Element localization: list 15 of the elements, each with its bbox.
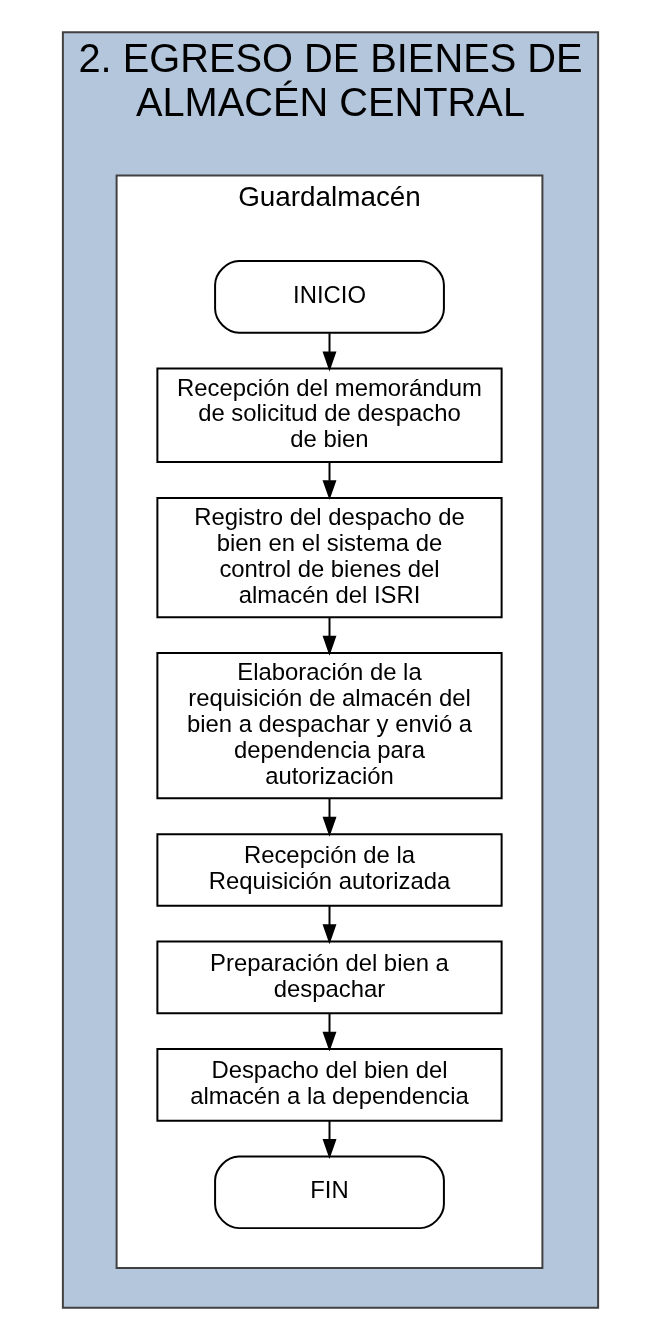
arrow [322, 904, 336, 945]
node-box: Despacho del bien del almacén a la dependencia [155, 1048, 503, 1122]
arrow [322, 332, 336, 372]
arrow [322, 797, 336, 837]
arrow [322, 1012, 336, 1052]
arrow [322, 1119, 336, 1160]
node-box: FIN [213, 1155, 445, 1230]
node-box: Recepción de la Requisición autorizada [155, 833, 503, 907]
node-box: Recepción del memorándum de solicitud de despacho de bien [155, 367, 503, 464]
arrow [322, 616, 336, 656]
node-box: Registro del despacho de bien en el sistema de control de bienes del almacén del ISRI [155, 496, 503, 619]
node-box: Elaboración de la requisición de almacén del bien a despachar y envió a dependencia para autorización [155, 652, 503, 800]
node-box: INICIO [213, 260, 445, 334]
arrow [322, 461, 336, 501]
node-box: Preparación del bien a despachar [155, 940, 503, 1015]
